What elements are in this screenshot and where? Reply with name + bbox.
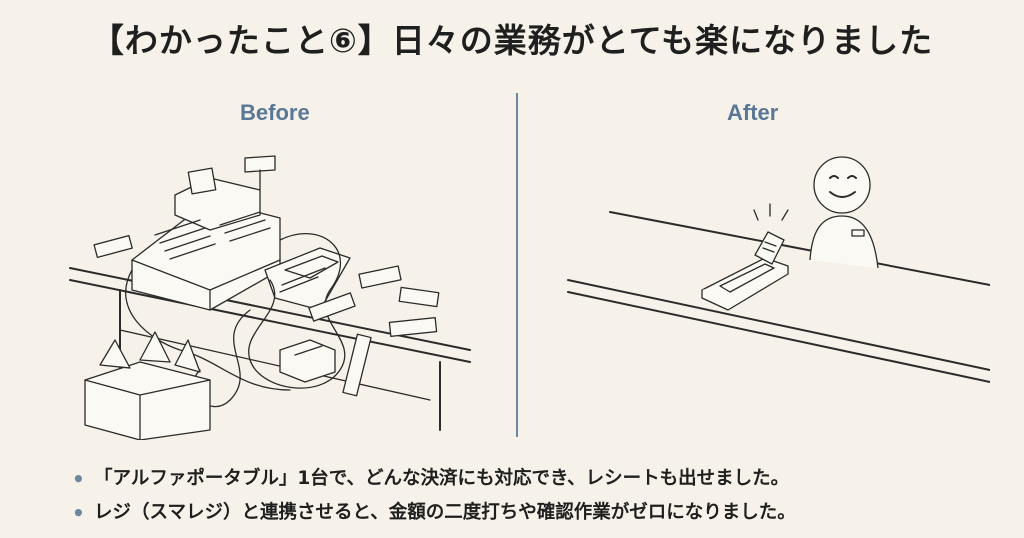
- before-illustration: [69, 155, 471, 440]
- receipt-printer: [279, 339, 336, 383]
- portable-payment-terminal: [701, 231, 789, 311]
- before-label: Before: [240, 100, 310, 125]
- cash-register: [131, 155, 281, 311]
- bullet-dot: •: [72, 467, 85, 491]
- sparkle-lines: [753, 203, 789, 221]
- center-divider: [516, 93, 518, 437]
- bullet-text: レジ（スマレジ）と連携させると、金額の二度打ちや確認作業がゼロになりました。: [94, 502, 796, 523]
- after-illustration: [567, 156, 990, 383]
- after-label: After: [727, 100, 779, 125]
- bullet-text: 「アルファポータブル」1台で、どんな決済にも対応でき、レシートも出せました。: [94, 468, 790, 489]
- bullet-dot: •: [72, 501, 85, 525]
- bullet-item: • 「アルファポータブル」1台で、どんな決済にも対応でき、レシートも出せました。: [72, 462, 992, 496]
- bullet-list: • 「アルファポータブル」1台で、どんな決済にも対応でき、レシートも出せました。…: [72, 462, 992, 530]
- counter-back-edge: [609, 211, 990, 286]
- bullet-item: • レジ（スマレジ）と連携させると、金額の二度打ちや確認作業がゼロになりました。: [72, 496, 992, 530]
- counter-front-edge: [567, 279, 990, 371]
- scattered-receipts: [93, 234, 440, 397]
- card-terminal: [264, 247, 351, 311]
- page-title: 【わかったこと⑥】日々の業務がとても楽になりました: [90, 21, 934, 60]
- receipt-box: [84, 331, 211, 440]
- smiling-clerk: [809, 156, 879, 269]
